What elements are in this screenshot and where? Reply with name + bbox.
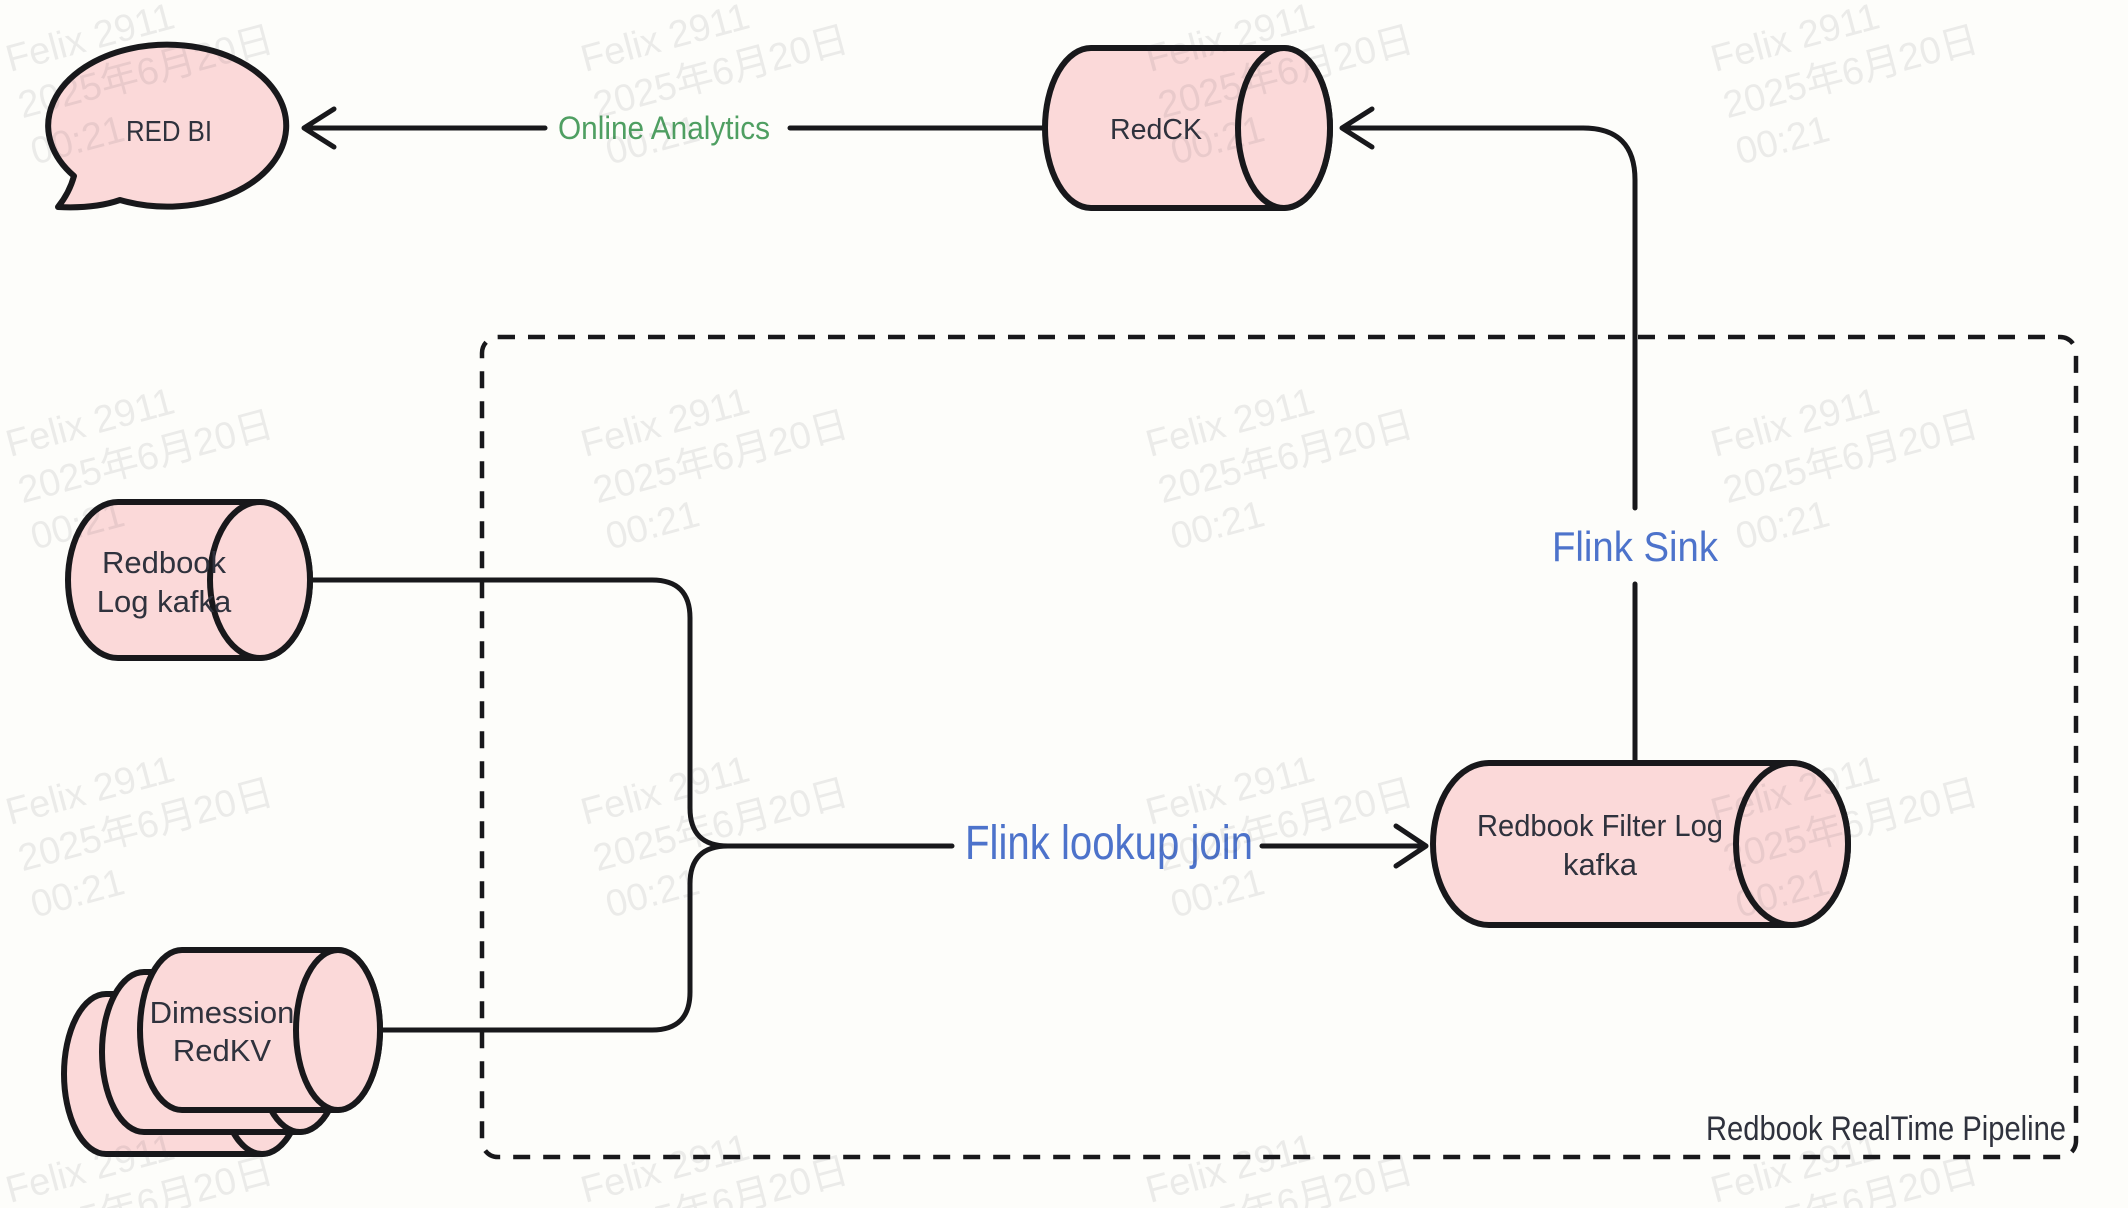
- arrowhead-right-icon: [1393, 823, 1429, 869]
- filter-log-kafka-label-line1: Redbook Filter Log: [1477, 808, 1723, 843]
- cylinder-cap-front: [293, 947, 383, 1113]
- edge-online-analytics: Online Analytics: [301, 106, 1048, 150]
- edge-line: [1341, 125, 1638, 511]
- pipeline-container-box: [479, 334, 2079, 1160]
- red-bi-label: RED BI: [126, 116, 212, 148]
- cylinder-cap: [1235, 45, 1333, 211]
- edge-flink-lookup-join: Flink lookup join: [309, 577, 1429, 1033]
- node-red-bi: RED BI: [45, 41, 290, 211]
- redbook-log-kafka-label-line2: Log kafka: [97, 584, 232, 619]
- speech-bubble-shape: [45, 41, 290, 211]
- filter-log-kafka-label-line2: kafka: [1563, 847, 1638, 882]
- node-dimession-redkv: Dimession RedKV: [61, 947, 383, 1157]
- pipeline-container-label: Redbook RealTime Pipeline: [1706, 1110, 2066, 1148]
- flink-lookup-join-label: Flink lookup join: [965, 817, 1253, 870]
- online-analytics-label: Online Analytics: [558, 110, 770, 146]
- node-redck: RedCK: [1042, 45, 1333, 211]
- dimession-redkv-label-line2: RedKV: [173, 1033, 272, 1068]
- node-redbook-log-kafka: Redbook Log kafka: [65, 499, 313, 661]
- edge-flink-sink: Flink Sink: [1339, 106, 1719, 766]
- redbook-log-kafka-label-line1: Redbook: [102, 545, 227, 580]
- dimession-redkv-label-line1: Dimession: [150, 995, 295, 1030]
- node-redbook-filter-log-kafka: Redbook Filter Log kafka: [1430, 760, 1851, 928]
- edge-line-from-log-kafka: [309, 577, 955, 849]
- redck-label: RedCK: [1110, 114, 1203, 146]
- cylinder-cap: [207, 499, 313, 661]
- edge-line-from-redkv: [379, 843, 731, 1033]
- arrowhead-left-icon: [1339, 106, 1375, 150]
- cylinder-cap: [1733, 760, 1851, 928]
- arrowhead-left-icon: [301, 106, 337, 150]
- flink-sink-label: Flink Sink: [1552, 523, 1719, 570]
